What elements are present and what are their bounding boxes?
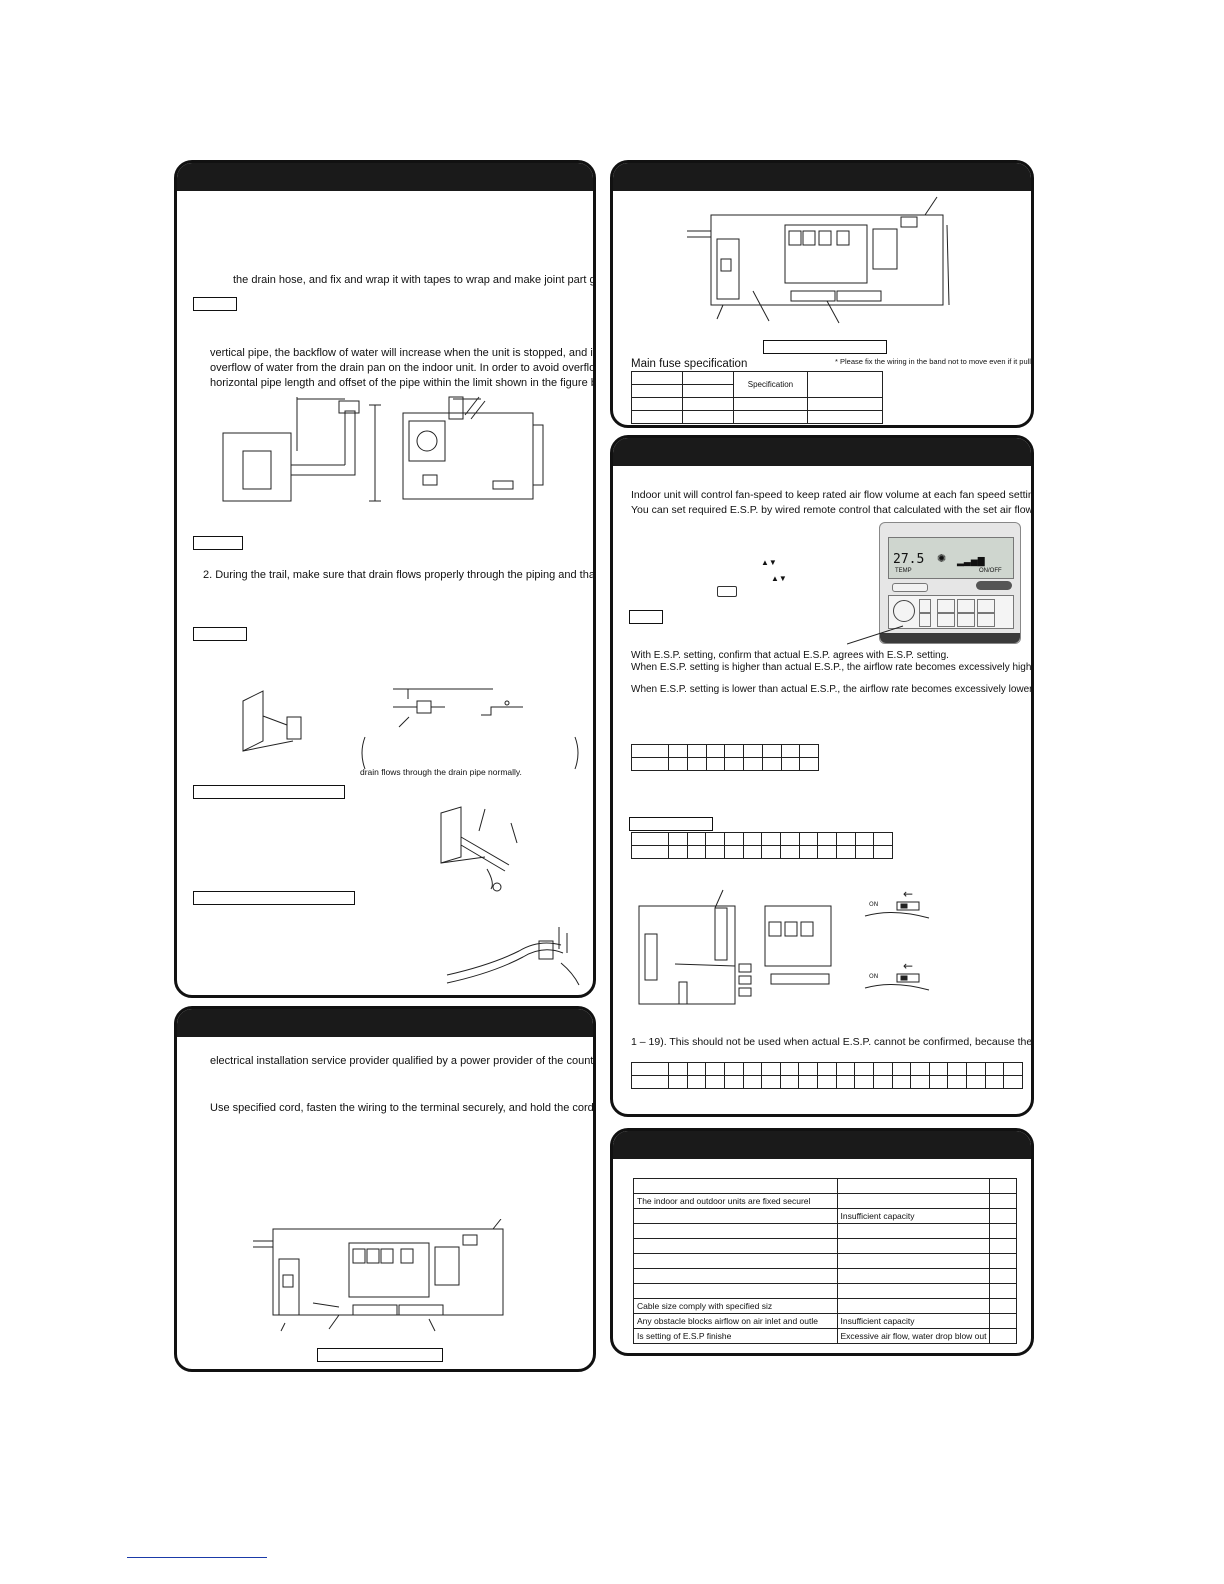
set-button-icon [717,586,737,597]
check-box-cell[interactable] [989,1208,1017,1224]
svg-text:ON: ON [869,973,878,980]
remote-button-pad [888,595,1014,629]
fuse-spec-table: Specification [631,371,883,424]
check-box-cell[interactable] [989,1298,1017,1314]
drain-trail-text: 2. During the trail, make sure that drai… [203,569,595,581]
check-list-panel: The indoor and outdoor units are fixed s… [610,1128,1034,1356]
drain-cable-figure [443,923,583,989]
panel-header-bar [177,1009,593,1037]
remote-up-button[interactable] [919,599,931,613]
esp-table-3 [631,1062,1023,1089]
table-row [633,1238,1017,1254]
remote-temp-label: TEMP [895,568,912,574]
drain-flow-note: drain flows through the drain pipe norma… [360,767,522,777]
esp-text-1: Indoor unit will control fan-speed to ke… [631,489,1034,501]
remote-temp-buttons[interactable] [892,583,928,592]
table-row: Insufficient capacity [633,1208,1017,1224]
remote-fn-button-2[interactable] [957,599,975,613]
esp-text-6: 1 – 19). This should not be used when ac… [631,1036,1033,1048]
fuse-spec-title: Main fuse specification [631,358,748,370]
esp-table-1 [631,744,819,771]
check-list-table: The indoor and outdoor units are fixed s… [633,1178,1017,1344]
svg-text:←: ← [903,959,913,973]
remote-onoff-label: ON/OFF [979,568,1002,574]
esp-table-label-box [629,817,713,831]
remote-temp-display: 27.5 [893,552,925,567]
check-box-cell[interactable] [989,1283,1017,1299]
check-box-cell[interactable] [989,1313,1017,1329]
drain-pipe-figure [213,391,563,509]
remote-fn-button-6[interactable] [977,613,995,627]
remote-set-button[interactable] [893,600,915,622]
esp-text-5: When E.S.P. setting is lower than actual… [631,684,1034,695]
remote-fn-button-4[interactable] [937,613,955,627]
wired-remote-controller: 27.5 ✺ ▂▃▅▇ TEMP ON/OFF [879,522,1021,644]
remote-fn-button-5[interactable] [957,613,975,627]
table-row [633,1283,1017,1299]
caution-label-box [193,297,237,311]
note-label-box [193,536,243,550]
table-row: Any obstacle blocks airflow on air inlet… [633,1313,1017,1329]
drain-wrap-text: the drain hose, and fix and wrap it with… [233,274,596,286]
footer-link-line [127,1557,267,1558]
terminal-block-figure-right [687,195,963,327]
remote-fn-button-1[interactable] [937,599,955,613]
fuse-spec-header: Specification [732,371,809,398]
table-row: The indoor and outdoor units are fixed s… [633,1193,1017,1209]
fan-icon: ✺ [937,553,947,565]
panel-header-bar [613,163,1031,191]
esp-table-2 [631,832,893,859]
svg-text:ON: ON [869,901,878,908]
wiring-caption-box-left [317,1348,443,1362]
esp-text-3: With E.S.P. setting, confirm that actual… [631,650,949,661]
pcb-board-figure [635,886,835,1010]
signal-bars-icon: ▂▃▅▇ [957,556,985,566]
drain-hose-label-box [193,785,345,799]
remote-onoff-button[interactable] [976,581,1012,590]
wiring-fuse-panel: * Please fix the wiring in the band not … [610,160,1034,428]
check-box-cell[interactable] [989,1223,1017,1239]
wiring-fix-note: * Please fix the wiring in the band not … [835,357,1034,366]
esp-setting-panel: Indoor unit will control fan-speed to ke… [610,435,1034,1117]
panel-header-bar [613,1131,1031,1159]
remote-lcd: 27.5 ✺ ▂▃▅▇ TEMP ON/OFF [888,537,1014,579]
table-row [633,1268,1017,1284]
table-row [633,1253,1017,1269]
terminal-block-figure-left [253,1219,523,1337]
electrical-provider-text: electrical installation service provider… [210,1055,594,1067]
up-down-arrow-icon-2: ▲▼ [771,574,787,583]
drain-hose-label-box-2 [193,891,355,905]
remote-fn-button-3[interactable] [977,599,995,613]
vertical-pipe-text-2: overflow of water from the drain pan on … [210,362,596,374]
check-box-cell[interactable] [989,1253,1017,1269]
check-label-box [193,627,247,641]
panel-header-bar [613,438,1031,466]
electrical-cord-text: Use specified cord, fasten the wiring to… [210,1102,594,1114]
check-list-header [633,1178,1017,1194]
check-box-cell[interactable] [989,1193,1017,1209]
check-box-cell[interactable] [989,1238,1017,1254]
vertical-pipe-text-3: horizontal pipe length and offset of the… [210,377,596,389]
drain-check-figure [223,681,583,771]
up-down-arrow-icon: ▲▼ [761,558,777,567]
check-box-cell[interactable] [989,1268,1017,1284]
table-row: Cable size comply with specified siz [633,1298,1017,1314]
electrical-wiring-panel: electrical installation service provider… [174,1006,596,1372]
check-box-cell[interactable] [989,1328,1017,1344]
dip-switch-figure: ON ON ← ← [863,888,953,998]
remote-callout-line [847,625,904,645]
svg-text:←: ← [903,888,913,901]
remote-down-button[interactable] [919,613,931,627]
esp-text-4: When E.S.P. setting is higher than actua… [631,662,1034,673]
vertical-pipe-text-1: vertical pipe, the backflow of water wil… [210,347,596,359]
esp-note-label-box [629,610,663,624]
table-row [633,1223,1017,1239]
panel-header-bar [177,163,593,191]
esp-text-2: You can set required E.S.P. by wired rem… [631,504,1034,516]
wiring-caption-box-right [763,340,887,354]
drain-piping-panel: the drain hose, and fix and wrap it with… [174,160,596,998]
remote-bottom-strip [880,633,1020,643]
drain-hose-figure [435,803,535,893]
